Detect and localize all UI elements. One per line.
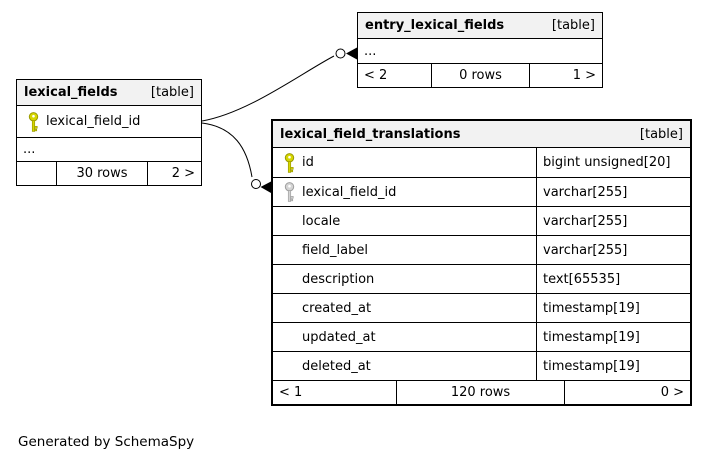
table-footer: < 2 0 rows 1 >	[358, 63, 602, 87]
table-node-lexical-fields[interactable]: lexical_fields [table] lexical_field_id …	[16, 79, 202, 186]
table-type-tag: [table]	[150, 85, 194, 100]
column-name[interactable]: deleted_at	[302, 358, 371, 374]
table-footer: < 1 120 rows 0 >	[273, 380, 690, 404]
table-header[interactable]: lexical_fields [table]	[17, 80, 201, 106]
edge-lexical-fields-to-lexical-field-translations	[201, 122, 271, 193]
row-count: 0 rows	[431, 64, 529, 87]
table-title[interactable]: lexical_fields	[24, 85, 118, 100]
column-row[interactable]: field_label varchar[255]	[273, 235, 690, 264]
table-node-entry-lexical-fields[interactable]: entry_lexical_fields [table] ... < 2 0 r…	[357, 12, 603, 88]
column-type: text[65535]	[543, 271, 621, 287]
column-name[interactable]: created_at	[302, 300, 372, 316]
column-row[interactable]: updated_at timestamp[19]	[273, 322, 690, 351]
primary-key-icon	[280, 152, 298, 173]
collapsed-columns-row: ...	[17, 137, 201, 161]
column-name[interactable]: description	[302, 271, 375, 287]
column-name[interactable]: lexical_field_id	[46, 114, 141, 129]
column-type: bigint unsigned[20]	[543, 155, 671, 170]
table-node-lexical-field-translations[interactable]: lexical_field_translations [table] id bi…	[271, 119, 692, 406]
collapsed-columns-row: ...	[358, 39, 602, 63]
table-title[interactable]: entry_lexical_fields	[365, 18, 505, 33]
column-row[interactable]: lexical_field_id varchar[255]	[273, 177, 690, 206]
edge-lexical-fields-to-entry-lexical-fields	[201, 47, 357, 122]
edge-endpoint-circle	[251, 179, 261, 189]
foreign-key-icon	[280, 182, 298, 202]
related-tables-right-count: 2 >	[147, 162, 201, 185]
column-name[interactable]: field_label	[302, 242, 368, 258]
table-header[interactable]: entry_lexical_fields [table]	[358, 13, 602, 39]
column-type: varchar[255]	[543, 242, 628, 258]
related-tables-right-count: 0 >	[564, 381, 690, 404]
related-tables-right-count: 1 >	[529, 64, 602, 87]
column-row[interactable]: id bigint unsigned[20]	[273, 148, 690, 177]
column-type: timestamp[19]	[543, 300, 640, 316]
generator-credit: Generated by SchemaSpy	[18, 434, 195, 450]
column-type: timestamp[19]	[543, 358, 640, 374]
ellipsis-label: ...	[364, 43, 377, 59]
primary-key-icon	[24, 111, 42, 132]
column-name[interactable]: lexical_field_id	[302, 184, 397, 200]
table-type-tag: [table]	[551, 18, 595, 33]
ellipsis-label: ...	[23, 142, 36, 157]
column-type: varchar[255]	[543, 184, 628, 200]
edge-endpoint-circle	[335, 48, 346, 59]
column-name[interactable]: updated_at	[302, 329, 376, 345]
row-count: 30 rows	[56, 162, 147, 185]
table-title[interactable]: lexical_field_translations	[280, 126, 461, 142]
table-footer: 30 rows 2 >	[17, 161, 201, 185]
column-row[interactable]: locale varchar[255]	[273, 206, 690, 235]
column-row[interactable]: deleted_at timestamp[19]	[273, 351, 690, 380]
column-row[interactable]: description text[65535]	[273, 264, 690, 293]
column-row[interactable]: lexical_field_id	[17, 106, 201, 137]
table-type-tag: [table]	[639, 126, 683, 142]
related-tables-left-count	[17, 162, 56, 185]
edge-arrowhead-icon	[260, 181, 271, 193]
column-type: timestamp[19]	[543, 329, 640, 345]
related-tables-left-count: < 2	[364, 68, 388, 83]
column-type: varchar[255]	[543, 213, 628, 229]
table-header[interactable]: lexical_field_translations [table]	[273, 121, 690, 148]
row-count: 120 rows	[396, 381, 564, 404]
column-row[interactable]: created_at timestamp[19]	[273, 293, 690, 322]
column-name[interactable]: locale	[302, 213, 341, 229]
column-name[interactable]: id	[302, 155, 314, 170]
edge-arrowhead-icon	[346, 47, 357, 60]
related-tables-left-count: < 1	[279, 385, 303, 400]
